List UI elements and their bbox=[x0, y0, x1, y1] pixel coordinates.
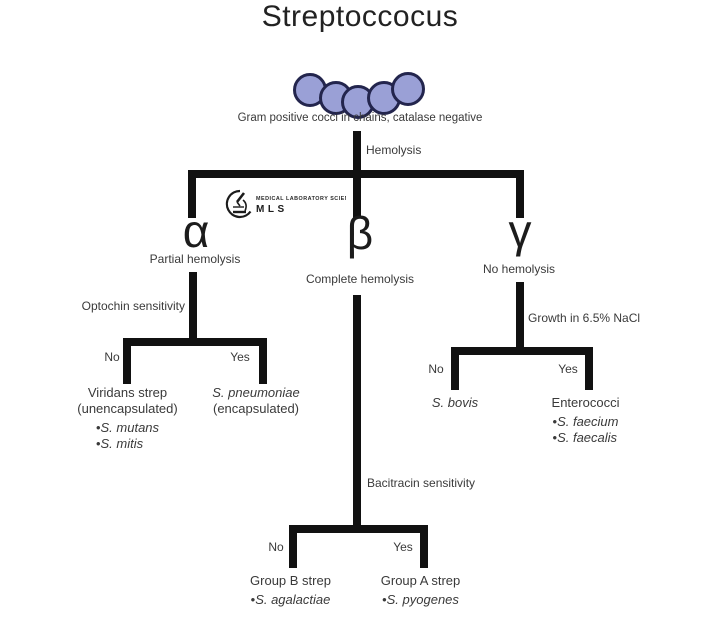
species-item: S. mutans bbox=[96, 420, 160, 436]
connector-gamma-no-drop bbox=[451, 347, 459, 390]
species-list: S. faecium S. faecalis bbox=[553, 414, 619, 446]
species-item: S. mitis bbox=[96, 436, 159, 452]
species-list: S. mutans S. mitis bbox=[96, 420, 160, 452]
alpha-hemolysis-label: Partial hemolysis bbox=[149, 252, 241, 266]
connector-beta-yes-drop bbox=[420, 525, 428, 568]
connector-gamma-bar bbox=[451, 347, 593, 355]
gamma-no-result: S. bovis bbox=[395, 395, 515, 411]
connector-alpha-drop bbox=[188, 170, 196, 218]
page-title: Streptoccocus bbox=[261, 0, 459, 33]
subtitle: Gram positive cocci in chains, catalase … bbox=[237, 112, 483, 124]
connector-gamma-trunk bbox=[516, 282, 524, 355]
species-list: S. pyogenes bbox=[382, 592, 459, 608]
beta-yes-label: Yes bbox=[393, 540, 413, 554]
watermark-abbr: MLS bbox=[256, 204, 288, 215]
root-test-label: Hemolysis bbox=[366, 143, 422, 157]
connector-gamma-drop bbox=[516, 170, 524, 218]
coccus-circle bbox=[391, 72, 425, 106]
species-item: S. agalactiae bbox=[251, 592, 330, 608]
gamma-yes-label: Yes bbox=[558, 362, 578, 376]
connector-beta-bar bbox=[289, 525, 428, 533]
gamma-hemolysis-label: No hemolysis bbox=[482, 262, 556, 276]
beta-hemolysis-label: Complete hemolysis bbox=[305, 272, 415, 286]
cocci-chain-icon bbox=[293, 72, 427, 122]
connector-root-trunk bbox=[353, 131, 361, 178]
species-item: S. faecium bbox=[553, 414, 618, 430]
watermark-logo: MEDICAL LABORATORY SCIENTIST MLS bbox=[225, 189, 346, 219]
result-title: Viridans strep bbox=[87, 385, 168, 400]
microscope-icon bbox=[225, 189, 252, 219]
alpha-yes-result: S. pneumoniae (encapsulated) bbox=[181, 385, 331, 417]
result-subtitle: (unencapsulated) bbox=[77, 401, 178, 416]
result-title: S. pneumoniae bbox=[212, 385, 300, 400]
result-title: Group B strep bbox=[250, 573, 331, 588]
watermark-org: MEDICAL LABORATORY SCIENTIST bbox=[256, 196, 346, 202]
species-item: S. faecalis bbox=[553, 430, 619, 446]
alpha-no-label: No bbox=[104, 350, 120, 364]
beta-symbol: β bbox=[346, 207, 374, 259]
alpha-test-label: Optochin sensitivity bbox=[81, 299, 185, 313]
connector-beta-trunk bbox=[353, 295, 361, 533]
gamma-no-label: No bbox=[428, 362, 444, 376]
species-list: S. agalactiae bbox=[251, 592, 330, 608]
alpha-yes-label: Yes bbox=[230, 350, 250, 364]
gamma-symbol: γ bbox=[508, 205, 532, 257]
connector-alpha-bar bbox=[123, 338, 267, 346]
beta-yes-result: Group A strep S. pyogenes bbox=[348, 573, 493, 608]
gamma-yes-result: Enterococci S. faecium S. faecalis bbox=[523, 395, 648, 446]
result-title: S. bovis bbox=[431, 395, 479, 410]
beta-no-result: Group B strep S. agalactiae bbox=[218, 573, 363, 608]
beta-test-label: Bacitracin sensitivity bbox=[367, 476, 476, 490]
connector-beta-drop bbox=[353, 178, 361, 218]
gamma-test-label: Growth in 6.5% NaCl bbox=[528, 311, 641, 325]
alpha-symbol: α bbox=[182, 205, 210, 257]
connector-top-bar bbox=[188, 170, 524, 178]
result-title: Group A strep bbox=[380, 573, 461, 588]
connector-alpha-yes-drop bbox=[259, 338, 267, 384]
beta-no-label: No bbox=[268, 540, 284, 554]
connector-alpha-trunk bbox=[189, 272, 197, 346]
connector-beta-no-drop bbox=[289, 525, 297, 568]
alpha-no-result: Viridans strep (unencapsulated) S. mutan… bbox=[50, 385, 205, 452]
result-subtitle: (encapsulated) bbox=[213, 401, 299, 416]
connector-alpha-no-drop bbox=[123, 338, 131, 384]
connector-gamma-yes-drop bbox=[585, 347, 593, 390]
result-title: Enterococci bbox=[551, 395, 620, 410]
species-item: S. pyogenes bbox=[382, 592, 459, 608]
